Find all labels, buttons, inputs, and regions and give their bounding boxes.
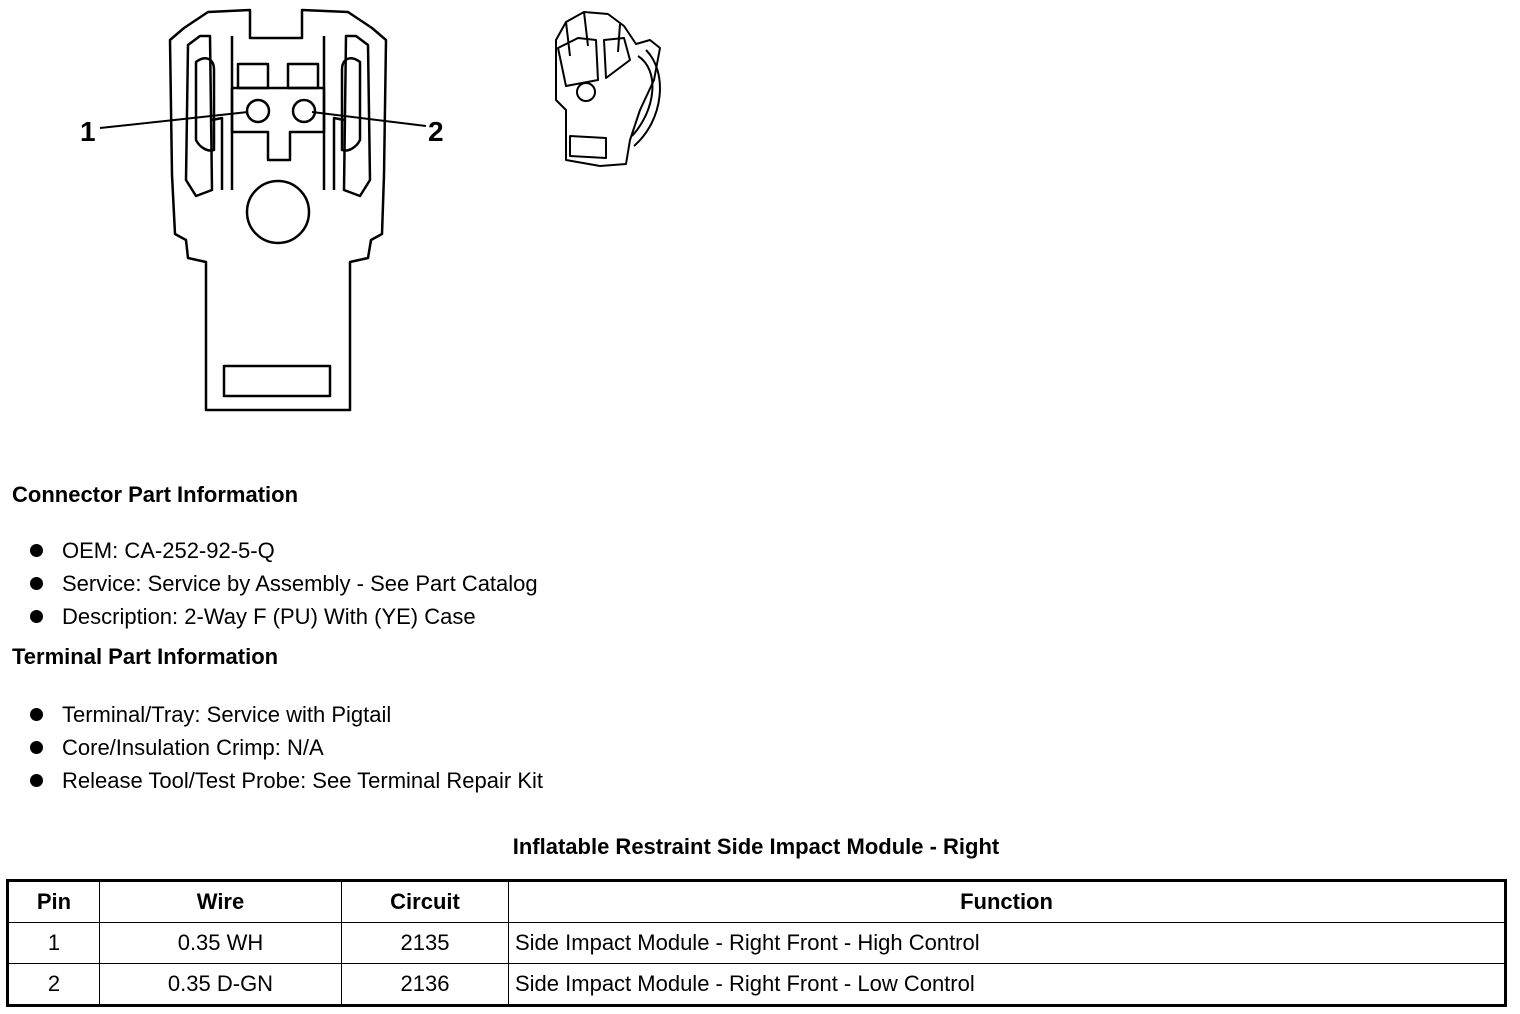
bullet-icon	[30, 544, 43, 557]
header-function: Function	[508, 880, 1506, 923]
bullet-icon	[30, 708, 43, 721]
connector-housing-outline	[168, 8, 388, 412]
table-row: 2 0.35 D-GN 2136 Side Impact Module - Ri…	[7, 963, 1506, 1006]
cell-wire: 0.35 WH	[99, 922, 342, 964]
pin-2-cavity	[291, 98, 317, 124]
connector-info-list: OEM: CA-252-92-5-Q Service: Service by A…	[30, 534, 538, 633]
cell-function: Side Impact Module - Right Front - High …	[508, 922, 1506, 964]
connector-isometric-view	[555, 11, 661, 167]
list-item: Service: Service by Assembly - See Part …	[30, 567, 538, 600]
connector-diagram: 1 2	[80, 8, 661, 412]
bullet-icon	[30, 577, 43, 590]
terminal-info-list: Terminal/Tray: Service with Pigtail Core…	[30, 698, 543, 797]
cell-function: Side Impact Module - Right Front - Low C…	[508, 963, 1506, 1006]
label-window	[222, 364, 332, 398]
table-row: 1 0.35 WH 2135 Side Impact Module - Righ…	[7, 922, 1506, 964]
list-item: Release Tool/Test Probe: See Terminal Re…	[30, 764, 543, 797]
pin-table: Pin Wire Circuit Function 1 0.35 WH 2135…	[6, 879, 1507, 1007]
cell-wire: 0.35 D-GN	[99, 963, 342, 1006]
table-header-row: Pin Wire Circuit Function	[7, 880, 1506, 923]
pin-1-cavity	[245, 98, 271, 124]
center-hole	[245, 179, 311, 245]
pin-label-2: 2	[428, 116, 444, 147]
cell-circuit: 2136	[341, 963, 509, 1006]
bullet-icon	[30, 741, 43, 754]
bullet-icon	[30, 610, 43, 623]
header-wire: Wire	[99, 880, 342, 923]
terminal-info-title: Terminal Part Information	[12, 644, 279, 669]
list-item: Core/Insulation Crimp: N/A	[30, 731, 543, 764]
cell-pin: 2	[7, 963, 100, 1006]
list-item: Terminal/Tray: Service with Pigtail	[30, 698, 543, 731]
cell-circuit: 2135	[341, 922, 509, 964]
cell-pin: 1	[7, 922, 100, 964]
pin-table-title: Inflatable Restraint Side Impact Module …	[512, 834, 1000, 859]
terminal-cavity-block	[230, 86, 326, 162]
list-item: OEM: CA-252-92-5-Q	[30, 534, 538, 567]
header-circuit: Circuit	[341, 880, 509, 923]
list-item: Description: 2-Way F (PU) With (YE) Case	[30, 600, 538, 633]
bullet-icon	[30, 774, 43, 787]
connector-info-title: Connector Part Information	[12, 482, 299, 507]
pin-label-1: 1	[80, 116, 96, 147]
header-pin: Pin	[7, 880, 100, 923]
